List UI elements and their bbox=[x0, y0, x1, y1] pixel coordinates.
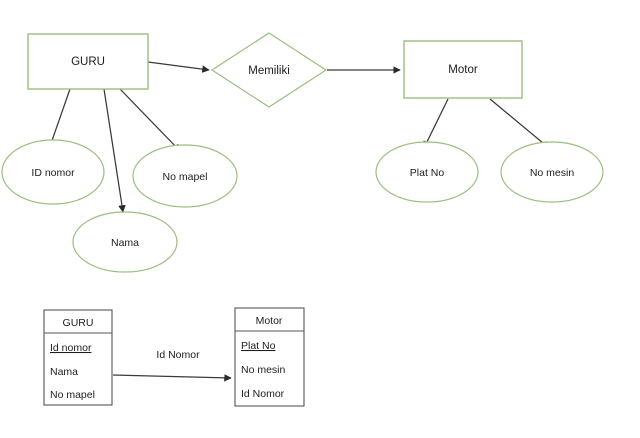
attribute-plat-no-ellipse bbox=[375, 141, 479, 203]
attribute-id-nomor-label: ID nomor bbox=[31, 167, 75, 179]
table-guru-frame bbox=[43, 309, 113, 406]
entity-guru[interactable]: GURU bbox=[27, 33, 149, 90]
attribute-nama[interactable]: Nama bbox=[72, 211, 178, 273]
table-motor-frame bbox=[234, 307, 305, 407]
attribute-plat-no-label: Plat No bbox=[410, 167, 445, 179]
attribute-no-mesin[interactable]: No mesin bbox=[500, 141, 604, 203]
connector-motor-to-no-mesin bbox=[489, 98, 550, 149]
table-motor-field-plat-no: Plat No bbox=[241, 340, 276, 352]
relationship-memiliki-diamond bbox=[210, 32, 328, 108]
connector-table-guru-to-table-motor bbox=[112, 374, 232, 382]
attribute-no-mapel-label: No mapel bbox=[163, 171, 208, 183]
attribute-plat-no[interactable]: Plat No bbox=[375, 141, 479, 203]
entity-motor-label: Motor bbox=[448, 64, 478, 76]
table-guru-field-no-mapel: No mapel bbox=[50, 389, 95, 401]
table-guru-field-id-nomor: Id nomor bbox=[50, 342, 92, 354]
table-motor-field-no-mesin: No mesin bbox=[241, 364, 286, 376]
connector-guru-to-nama bbox=[103, 88, 126, 213]
attribute-nama-label: Nama bbox=[111, 237, 139, 249]
relation-link-label: Id Nomor bbox=[156, 349, 200, 361]
table-guru[interactable]: GURU Id nomor Nama No mapel bbox=[43, 309, 113, 406]
relationship-memiliki[interactable]: Memiliki bbox=[210, 32, 328, 108]
attribute-no-mapel-ellipse bbox=[132, 144, 238, 208]
entity-guru-box bbox=[27, 33, 149, 90]
attribute-no-mesin-ellipse bbox=[500, 141, 604, 203]
attribute-id-nomor[interactable]: ID nomor bbox=[1, 139, 105, 205]
relationship-memiliki-label: Memiliki bbox=[248, 65, 290, 77]
entity-guru-label: GURU bbox=[71, 56, 105, 68]
table-guru-field-nama: Nama bbox=[50, 366, 78, 378]
attribute-no-mesin-label: No mesin bbox=[530, 167, 575, 179]
table-guru-title: GURU bbox=[63, 317, 94, 329]
attribute-no-mapel[interactable]: No mapel bbox=[132, 144, 238, 208]
attribute-id-nomor-ellipse bbox=[1, 139, 105, 205]
connector-guru-to-memiliki bbox=[147, 61, 210, 73]
table-motor-field-id-nomor: Id Nomor bbox=[241, 388, 285, 400]
entity-motor[interactable]: Motor bbox=[403, 40, 523, 99]
entity-motor-box bbox=[403, 40, 523, 99]
table-motor[interactable]: Motor Plat No No mesin Id Nomor bbox=[234, 307, 305, 407]
connector-guru-to-no-mapel bbox=[119, 88, 181, 152]
table-motor-title: Motor bbox=[256, 315, 283, 327]
attribute-nama-ellipse bbox=[72, 211, 178, 273]
connector-motor-to-plat-no bbox=[423, 98, 449, 149]
